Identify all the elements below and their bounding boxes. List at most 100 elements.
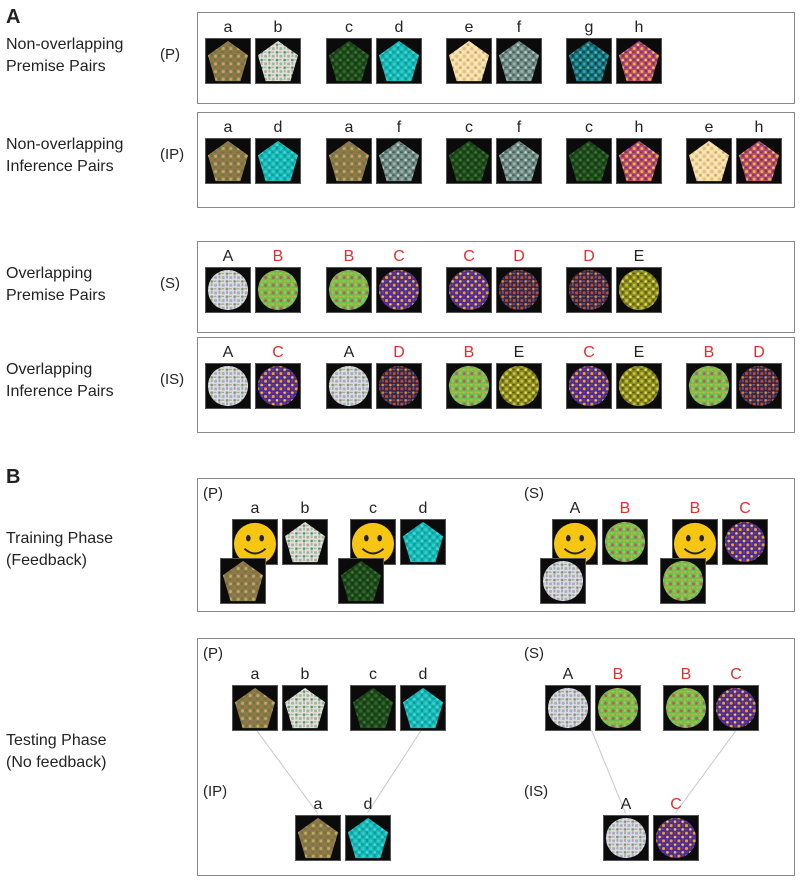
stimulus-C-tile xyxy=(653,815,699,861)
stimulus-h-tile xyxy=(616,38,662,84)
row-code: (S) xyxy=(160,275,180,292)
stimulus-E-tile xyxy=(616,363,662,409)
stimulus-letter-label: A xyxy=(569,500,581,517)
stimulus-letter-label: b xyxy=(273,19,283,36)
pentagon-white-striped-icon xyxy=(257,40,299,82)
stimulus-letter-label: D xyxy=(513,248,525,265)
smiley-face-icon xyxy=(351,522,395,564)
stimulus-letter-label: B xyxy=(619,500,631,517)
pentagon-teal-icon xyxy=(347,817,389,859)
pentagon-teal-blue-textured-icon xyxy=(568,40,610,82)
stimulus-E-tile xyxy=(496,363,542,409)
stimulus-letter-label: E xyxy=(513,344,525,361)
stimulus-letter-label: D xyxy=(583,248,595,265)
pentagon-dark-green-icon xyxy=(568,140,610,182)
stimulus-letter-label: C xyxy=(272,344,284,361)
pentagon-teal-icon xyxy=(402,521,444,563)
stimulus-d-tile xyxy=(255,138,301,184)
pentagon-grey-green-icon xyxy=(498,40,540,82)
row-title-line1: Non-overlapping xyxy=(6,136,124,153)
training-title-line2: (Feedback) xyxy=(6,552,87,569)
stimulus-letter-label: A xyxy=(562,666,574,683)
row-code: (IS) xyxy=(160,371,185,388)
stimulus-d-tile xyxy=(400,519,446,565)
stimulus-a-tile xyxy=(205,138,251,184)
testing-title-line2: (No feedback) xyxy=(6,754,107,771)
stimulus-letter-label: a xyxy=(250,500,260,517)
stimulus-h-tile xyxy=(736,138,782,184)
stimulus-C-tile xyxy=(255,363,301,409)
row-title-line2: Inference Pairs xyxy=(6,383,114,400)
chosen-stimulus-tile xyxy=(660,558,706,604)
pentagon-white-striped-icon xyxy=(284,687,326,729)
stimulus-C-tile xyxy=(566,363,612,409)
stimulus-d-tile xyxy=(400,685,446,731)
stimulus-g-tile xyxy=(566,38,612,84)
stimulus-letter-label: d xyxy=(273,119,283,136)
stimulus-b-tile xyxy=(282,685,328,731)
circle-green-pattern-icon xyxy=(604,521,646,563)
chosen-stimulus-tile xyxy=(338,558,384,604)
stimulus-letter-label: f xyxy=(396,119,402,136)
stimulus-D-tile xyxy=(566,267,612,313)
stimulus-letter-label: g xyxy=(584,19,594,36)
row-code: (IP) xyxy=(160,146,185,163)
stimulus-c-tile xyxy=(566,138,612,184)
row-title-line1: Overlapping xyxy=(6,361,93,378)
stimulus-letter-label: C xyxy=(393,248,405,265)
pentagon-cream-dotted-icon xyxy=(688,140,730,182)
stimulus-f-tile xyxy=(496,38,542,84)
circle-green-pattern-icon xyxy=(665,687,707,729)
stimulus-B-tile xyxy=(446,363,492,409)
stimulus-d-tile xyxy=(376,38,422,84)
circle-white-striped-icon xyxy=(207,269,249,311)
chosen-stimulus-tile xyxy=(540,558,586,604)
stimulus-letter-label: D xyxy=(753,344,765,361)
pentagon-floral-brown-icon xyxy=(297,817,339,859)
testing-top-right-code: (S) xyxy=(524,645,544,662)
stimulus-letter-label: a xyxy=(223,119,233,136)
stimulus-a-tile xyxy=(295,815,341,861)
stimulus-c-tile xyxy=(350,685,396,731)
stimulus-letter-label: d xyxy=(363,796,373,813)
circle-green-pattern-icon xyxy=(257,269,299,311)
stimulus-B-tile xyxy=(663,685,709,731)
stimulus-C-tile xyxy=(376,267,422,313)
circle-white-striped-icon xyxy=(328,365,370,407)
stimulus-B-tile xyxy=(595,685,641,731)
circle-olive-swirl-icon xyxy=(498,365,540,407)
pentagon-dark-green-icon xyxy=(340,560,382,602)
stimulus-letter-label: B xyxy=(612,666,624,683)
pentagon-floral-brown-icon xyxy=(207,40,249,82)
pentagon-magenta-yellow-dots-icon xyxy=(618,40,660,82)
stimulus-letter-label: B xyxy=(689,500,701,517)
testing-bottom-left-code: (IP) xyxy=(203,783,228,800)
testing-top-left-code: (P) xyxy=(203,645,223,662)
stimulus-C-tile xyxy=(713,685,759,731)
stimulus-a-tile xyxy=(205,38,251,84)
pentagon-floral-brown-icon xyxy=(328,140,370,182)
stimulus-a-tile xyxy=(232,685,278,731)
stimulus-f-tile xyxy=(496,138,542,184)
stimulus-h-tile xyxy=(616,138,662,184)
stimulus-letter-label: b xyxy=(300,500,310,517)
panel-a-label: A xyxy=(6,6,21,28)
stimulus-A-tile xyxy=(205,267,251,313)
pentagon-magenta-yellow-dots-icon xyxy=(618,140,660,182)
training-title-line1: Training Phase xyxy=(6,530,114,547)
stimulus-e-tile xyxy=(686,138,732,184)
stimulus-letter-label: B xyxy=(703,344,715,361)
stimulus-letter-label: A xyxy=(222,344,234,361)
stimulus-D-tile xyxy=(736,363,782,409)
stimulus-letter-label: a xyxy=(250,666,260,683)
stimulus-letter-label: d xyxy=(418,500,428,517)
panel-b-label: B xyxy=(6,466,21,488)
stimulus-A-tile xyxy=(545,685,591,731)
circle-green-pattern-icon xyxy=(688,365,730,407)
stimulus-letter-label: e xyxy=(464,19,474,36)
row-code: (P) xyxy=(160,46,180,63)
stimulus-letter-label: c xyxy=(585,119,593,136)
pentagon-teal-icon xyxy=(378,40,420,82)
circle-purple-orange-icon xyxy=(655,817,697,859)
pentagon-floral-brown-icon xyxy=(234,687,276,729)
